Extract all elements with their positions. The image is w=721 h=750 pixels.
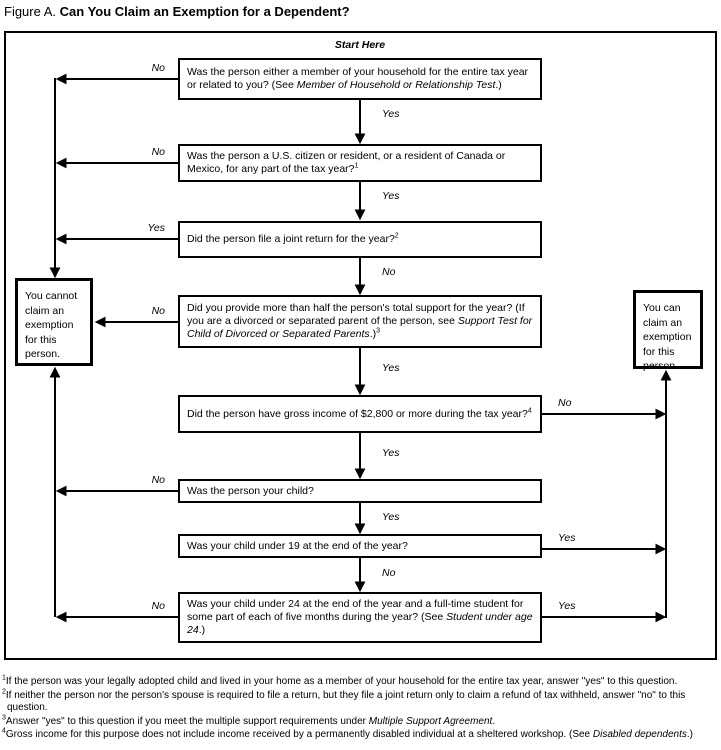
question-box-household-test: Was the person either a member of your h… xyxy=(178,58,542,100)
footnotes: 1If the person was your legally adopted … xyxy=(2,674,719,743)
question-text: Was your child under 24 at the end of th… xyxy=(187,598,533,636)
question-box-your-child: Was the person your child? xyxy=(178,479,542,503)
arrow-label-yes: Yes xyxy=(380,190,402,202)
arrow-label-no: No xyxy=(149,305,167,317)
question-box-support-test: Did you provide more than half the perso… xyxy=(178,295,542,348)
question-text: Was the person either a member of your h… xyxy=(187,66,529,91)
arrow-label-no: No xyxy=(149,600,167,612)
question-box-gross-income: Did the person have gross income of $2,8… xyxy=(178,395,542,433)
arrow-label-no: No xyxy=(149,474,167,486)
arrow-label-yes: Yes xyxy=(145,222,167,234)
question-box-under-19: Was your child under 19 at the end of th… xyxy=(178,534,542,558)
start-here-label: Start Here xyxy=(334,39,386,51)
outcome-box-can-claim: You can claim an exemption for this pers… xyxy=(633,290,703,372)
figure-title-prefix: Figure A. xyxy=(4,4,57,19)
question-box-joint-return: Did the person file a joint return for t… xyxy=(178,221,542,258)
outcome-box-cannot-claim: You cannot claim an exemption for this p… xyxy=(15,278,93,366)
footnote-1: 1If the person was your legally adopted … xyxy=(2,674,678,687)
arrow-label-no: No xyxy=(380,567,398,579)
arrow-label-no: No xyxy=(556,397,574,409)
question-text: Did the person file a joint return for t… xyxy=(187,232,399,246)
question-box-under-24-student: Was your child under 24 at the end of th… xyxy=(178,592,542,643)
figure-title-main: Can You Claim an Exemption for a Depende… xyxy=(59,4,350,19)
footnote-2: 2If neither the person nor the person's … xyxy=(2,688,686,713)
arrow-label-no: No xyxy=(149,146,167,158)
footnote-4: 4Gross income for this purpose does not … xyxy=(2,727,693,740)
question-text: Did the person have gross income of $2,8… xyxy=(187,407,532,420)
arrow-label-yes: Yes xyxy=(380,108,402,120)
arrow-label-yes: Yes xyxy=(380,511,402,523)
arrow-label-no: No xyxy=(380,266,398,278)
arrow-label-yes: Yes xyxy=(380,362,402,374)
arrow-label-yes: Yes xyxy=(380,447,402,459)
arrow-label-yes: Yes xyxy=(556,532,578,544)
figure-title: Figure A. Can You Claim an Exemption for… xyxy=(4,4,350,19)
footnote-3: 3Answer "yes" to this question if you me… xyxy=(2,714,496,727)
arrow-label-no: No xyxy=(149,62,167,74)
question-text: Was the person a U.S. citizen or residen… xyxy=(187,150,506,175)
question-box-citizen-test: Was the person a U.S. citizen or residen… xyxy=(178,144,542,182)
question-text: Did you provide more than half the perso… xyxy=(187,302,533,340)
question-text: Was your child under 19 at the end of th… xyxy=(187,539,408,552)
question-text: Was the person your child? xyxy=(187,484,314,497)
arrow-label-yes: Yes xyxy=(556,600,578,612)
